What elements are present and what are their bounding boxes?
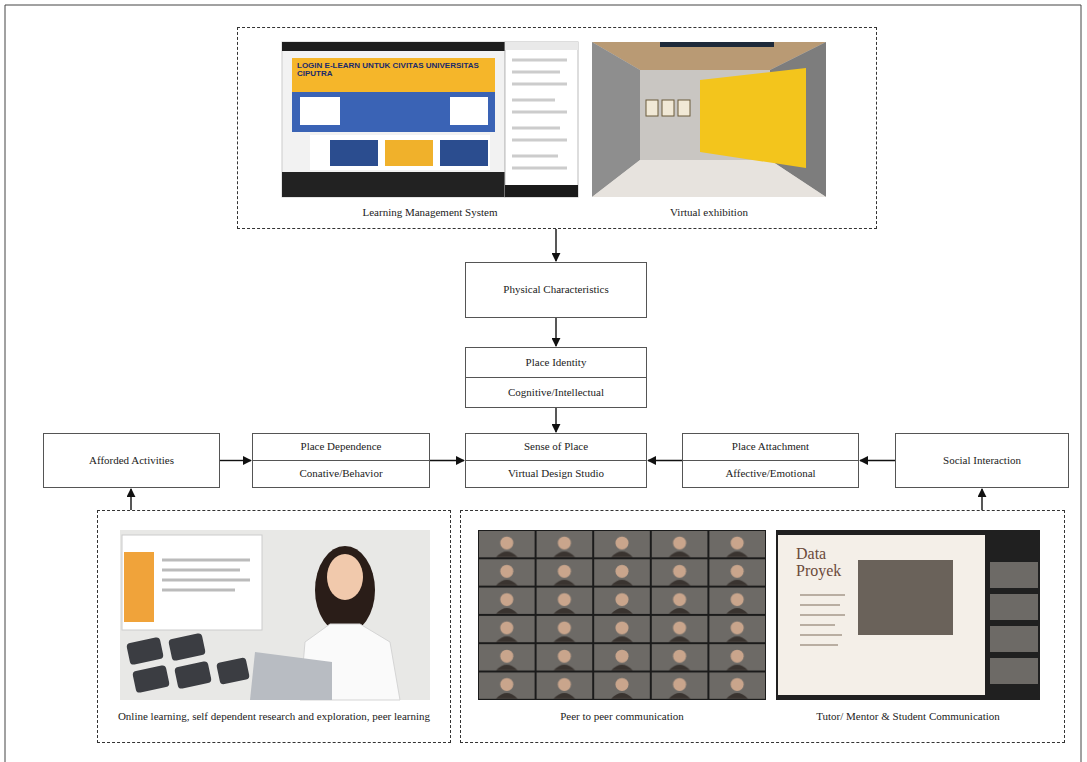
website-lines [162,560,250,590]
figure-frame [5,5,1081,762]
concept-box: Place DependenceConative/Behavior [252,433,430,488]
video-thumb [385,140,433,166]
image-caption: Learning Management System [282,206,578,220]
toolbar [660,42,774,47]
slide-title: Data Proyek [796,546,854,580]
arrow-connector [648,460,682,461]
box-title: Social Interaction [896,434,1068,487]
artwork [678,100,690,116]
yellow-panel [700,68,806,168]
concept-box: Sense of PlaceVirtual Design Studio [465,433,647,488]
slide-photo [858,560,953,635]
box-subtitle: Virtual Design Studio [466,460,646,487]
image-group: Online learning, self dependent research… [97,510,451,743]
video-tile [990,594,1038,620]
arrow-connector [130,489,131,510]
arrow-connector [555,408,556,432]
phone-nav [505,185,578,197]
lms-footer [282,172,505,197]
concept-box: Social Interaction [895,433,1069,488]
arrow-connector [430,460,464,461]
lms-banner [292,58,495,92]
video-tile [990,658,1038,684]
video-thumb [330,140,378,166]
hair [315,546,375,634]
video-thumb [440,140,488,166]
video-grid [478,530,766,700]
arrow-connector [220,460,251,461]
arrow-connector [555,318,556,346]
concept-box: Place IdentityCognitive/Intellectual [465,347,647,408]
video-tile [990,626,1038,652]
screen-heading: LOGIN E-LEARN UNTUK CIVITAS UNIVERSITAS … [297,62,491,79]
image-caption: Online learning, self dependent research… [105,710,443,724]
box-title: Place Identity [466,348,646,377]
arrow-connector [860,460,895,461]
website-panel [122,535,262,630]
image-caption: Virtual exhibition [592,206,826,220]
concept-box: Physical Characteristics [465,262,647,318]
laptop [250,652,332,700]
arrow-connector [555,229,556,261]
phone-screen [505,42,578,197]
phone-bar [505,42,578,50]
slide [778,535,985,695]
box-title: Afforded Activities [44,434,219,487]
lms-card [300,97,340,125]
video-tiles [478,530,766,700]
keyboard-keys [126,633,250,694]
face [327,554,363,600]
image-group: Peer to peer communicationTutor/ Mentor … [460,510,1065,743]
box-subtitle: Cognitive/Intellectual [466,377,646,407]
artwork [646,100,658,116]
box-subtitle: Conative/Behavior [253,460,429,487]
exhibition-room [592,42,826,197]
box-title: Place Dependence [253,434,429,460]
box-title: Sense of Place [466,434,646,460]
box-title: Place Attachment [683,434,858,460]
arrow-connector [981,489,982,510]
concept-box: Afforded Activities [43,433,220,488]
website-banner [124,552,154,622]
lms-collage [292,92,495,132]
meeting-screen [776,530,1040,700]
image-caption: Peer to peer communication [472,710,772,724]
image-caption: Tutor/ Mentor & Student Communication [772,710,1044,724]
video-tile [990,562,1038,588]
image-group: Learning Management System Virtual exhibi… [237,27,877,229]
slide-lines [800,595,845,645]
photo [120,530,430,700]
phone-list [512,60,567,168]
artwork [662,100,674,116]
lms-card [450,97,488,125]
concept-box: Place AttachmentAffective/Emotional [682,433,859,488]
lms-screen [282,42,505,197]
lms-header [282,42,505,51]
box-subtitle: Affective/Emotional [683,460,858,487]
box-title: Physical Characteristics [466,263,646,317]
lms-video-row [310,135,490,170]
